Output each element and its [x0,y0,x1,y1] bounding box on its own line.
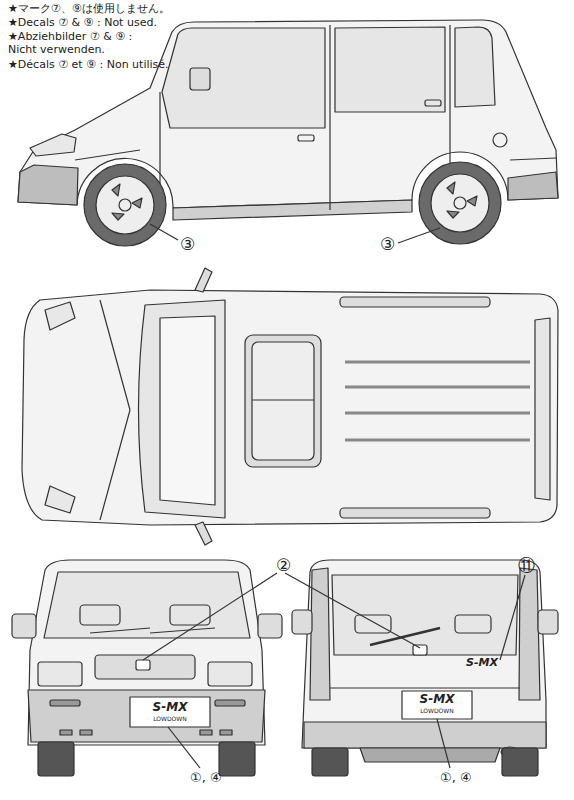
leader-line [168,727,200,768]
front-wheel [84,164,166,246]
top-view [22,268,558,545]
callout-number: ③ [180,234,195,254]
leader-line [398,228,440,243]
front-view [12,560,282,776]
plate-decal: LOWDOWN [153,716,187,722]
rear-view [285,560,558,776]
plate-decal: S-MX [153,701,188,713]
callout-number: ①, ④ [190,770,222,786]
note-text: ★Abziehbilder ⑦ & ⑨ : Nicht verwenden. [8,30,146,56]
plate-decal: LOWDOWN [420,708,454,714]
note-text: ★Décals ⑦ et ⑨ : Non utilisé. [8,58,169,71]
callout-number: ② [276,555,291,575]
leader-line [150,224,178,240]
callout-number: ①, ④ [440,770,472,786]
leader-line [500,575,525,660]
note-text: ★マーク⑦、⑨は使用しません。 [8,2,170,15]
callout-number: ③ [380,234,395,254]
plate-decal: S-MX [420,693,455,705]
rear-decal: S-MX [466,657,498,668]
note-text: ★Decals ⑦ & ⑨ : Not used. [8,16,157,29]
callout-number: ⑪ [518,555,535,575]
leader-line [285,573,420,648]
leader-line [143,573,277,660]
leader-line [437,719,450,768]
